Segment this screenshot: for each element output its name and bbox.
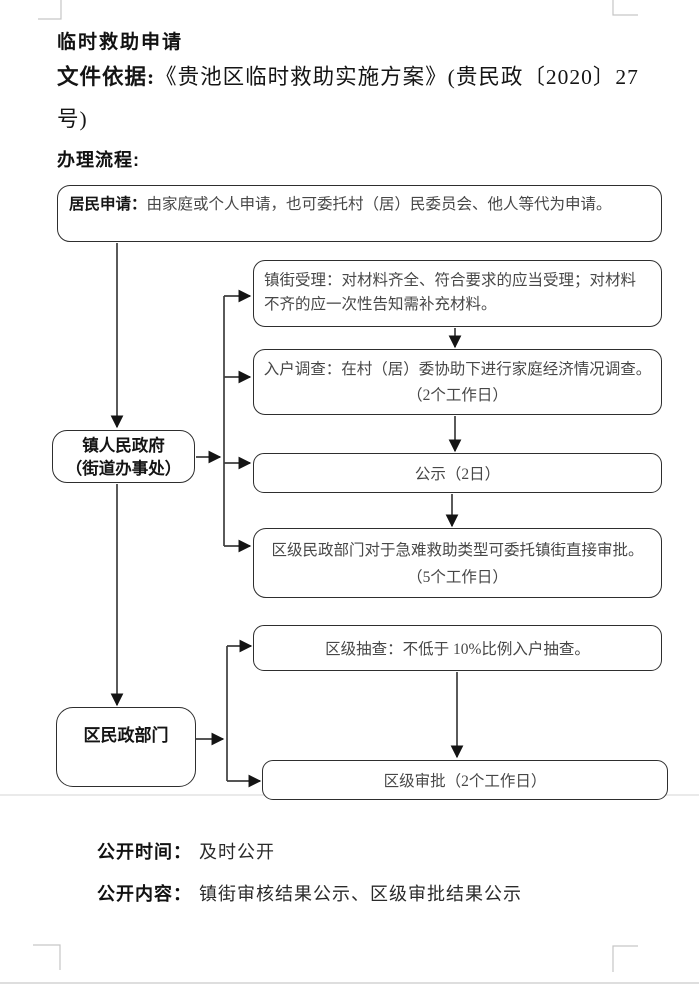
node-town-government: 镇人民政府 （街道办事处） — [52, 430, 195, 483]
node-delegated-approval-text: 区级民政部门对于急难救助类型可委托镇街直接审批。 — [271, 542, 644, 559]
basis-text: 《贵池区临时救助实施方案》(贵民政〔2020〕27 号) — [57, 65, 639, 131]
node-publicity: 公示（2日） — [253, 453, 662, 493]
node-delegated-approval: 区级民政部门对于急难救助类型可委托镇街直接审批。 （5个工作日） — [253, 528, 662, 598]
node-household-survey: 入户调查：在村（居）委协助下进行家庭经济情况调查。 （2个工作日） — [253, 349, 662, 415]
node-delegated-approval-duration: （5个工作日） — [407, 569, 508, 586]
node-household-survey-text: 入户调查：在村（居）委协助下进行家庭经济情况调查。 — [263, 361, 652, 378]
disclosure-content-value: 镇街审核结果公示、区级审批结果公示 — [199, 884, 522, 904]
node-district-civil-affairs-label: 区民政部门 — [83, 726, 169, 745]
node-district-spot-check: 区级抽查：不低于 10%比例入户抽查。 — [253, 625, 662, 671]
node-district-approval: 区级审批（2个工作日） — [262, 760, 668, 800]
crop-mark-bottom-right — [612, 945, 638, 972]
node-district-approval-text: 区级审批（2个工作日） — [383, 773, 547, 790]
node-district-civil-affairs: 区民政部门 — [56, 707, 196, 787]
node-publicity-text: 公示（2日） — [414, 466, 501, 483]
node-household-survey-duration: （2个工作日） — [407, 387, 508, 404]
node-resident-apply-text: 由家庭或个人申请，也可委托村（居）民委员会、他人等代为申请。 — [146, 196, 612, 213]
disclosure-content-label: 公开内容： — [97, 884, 192, 904]
basis-label: 文件依据: — [57, 65, 156, 89]
node-town-government-line1: 镇人民政府 — [82, 435, 165, 455]
disclosure-time-label: 公开时间： — [97, 842, 192, 862]
crop-marks — [33, 0, 638, 972]
crop-mark-top-right — [612, 0, 638, 16]
node-street-accept: 镇街受理：对材料齐全、符合要求的应当受理；对材料不齐的应一次性告知需补充材料。 — [253, 260, 662, 327]
node-street-accept-text: 镇街受理：对材料齐全、符合要求的应当受理；对材料不齐的应一次性告知需补充材料。 — [264, 272, 637, 313]
crop-mark-bottom-left — [33, 944, 61, 970]
page-title: 临时救助申请 — [57, 32, 184, 53]
disclosure-time-value: 及时公开 — [199, 842, 275, 862]
node-district-spot-check-text: 区级抽查：不低于 10%比例入户抽查。 — [325, 641, 590, 658]
node-resident-apply: 居民申请：由家庭或个人申请，也可委托村（居）民委员会、他人等代为申请。 — [57, 185, 662, 242]
document-basis: 文件依据:《贵池区临时救助实施方案》(贵民政〔2020〕27 号) — [57, 56, 667, 140]
disclosure-time-line: 公开时间： 及时公开 — [97, 838, 275, 864]
disclosure-content-line: 公开内容： 镇街审核结果公示、区级审批结果公示 — [97, 880, 522, 906]
crop-mark-top-left — [38, 0, 62, 20]
process-heading: 办理流程: — [57, 150, 140, 170]
connector-lines — [110, 243, 464, 788]
node-town-government-line2: （街道办事处） — [65, 458, 182, 478]
node-resident-apply-label: 居民申请： — [69, 196, 147, 213]
